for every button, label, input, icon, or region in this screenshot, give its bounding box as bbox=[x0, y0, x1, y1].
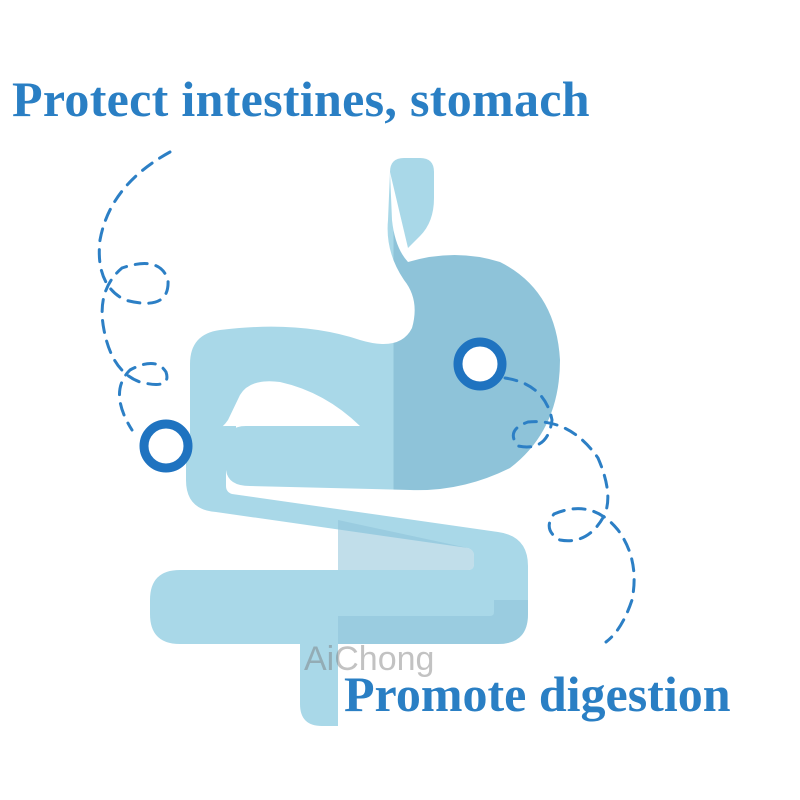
intestines-shade bbox=[338, 520, 528, 644]
esophagus-shape bbox=[390, 158, 434, 248]
ring-marker-icon-right bbox=[453, 337, 507, 391]
dashed-path-right bbox=[503, 376, 636, 644]
ring-marker-icon-left bbox=[139, 419, 193, 473]
dashed-path-left bbox=[97, 150, 172, 432]
stomach-shape bbox=[190, 172, 560, 491]
headline-protect: Protect intestines, stomach bbox=[12, 71, 590, 127]
intestines-shape bbox=[150, 426, 528, 726]
watermark-text: AiChong bbox=[304, 640, 435, 678]
headline-promote: Promote digestion bbox=[344, 666, 731, 722]
